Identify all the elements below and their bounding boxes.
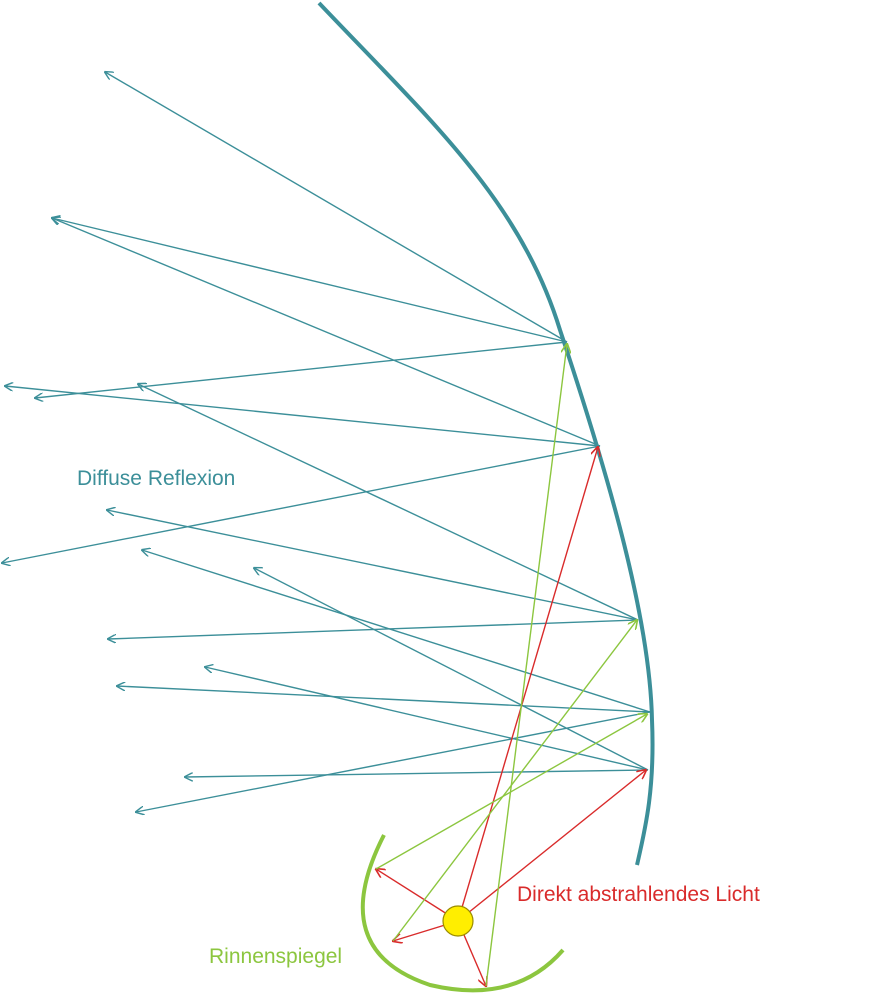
- diffuse-ray: [5, 386, 601, 447]
- direct-ray: [457, 770, 646, 922]
- diffuse-ray: [117, 686, 651, 713]
- diffuse-ray: [254, 568, 649, 771]
- diffuse-ray: [205, 667, 649, 771]
- diffuse-reflection-label: Diffuse Reflexion: [77, 467, 235, 490]
- diffuse-ray: [35, 341, 568, 398]
- diffuse-ray: [52, 218, 601, 447]
- diffuse-ray: [142, 550, 651, 713]
- diffuse-ray: [52, 218, 568, 343]
- diffuse-ray: [185, 769, 649, 777]
- trough-mirror-label: Rinnenspiegel: [209, 945, 342, 968]
- trough-ray: [485, 344, 567, 987]
- diffuse-ray: [138, 384, 639, 621]
- lamp-icon: [442, 905, 474, 937]
- trough-mirror-curve: [360, 834, 565, 993]
- diffuse-ray: [2, 445, 601, 563]
- trough-reflected-rays: [375, 344, 647, 987]
- direct-ray: [457, 447, 598, 922]
- trough-ray: [392, 620, 637, 942]
- diffuse-ray: [107, 510, 639, 621]
- direct-light-rays: [376, 447, 646, 986]
- reflector-curve: [317, 1, 655, 866]
- diffuse-ray: [136, 711, 651, 812]
- trough-ray: [375, 714, 647, 870]
- diffuse-reflection-rays: [2, 72, 651, 812]
- diffuse-ray: [105, 72, 568, 343]
- direct-light-label: Direkt abstrahlendes Licht: [517, 883, 760, 906]
- direct-ray: [376, 869, 459, 922]
